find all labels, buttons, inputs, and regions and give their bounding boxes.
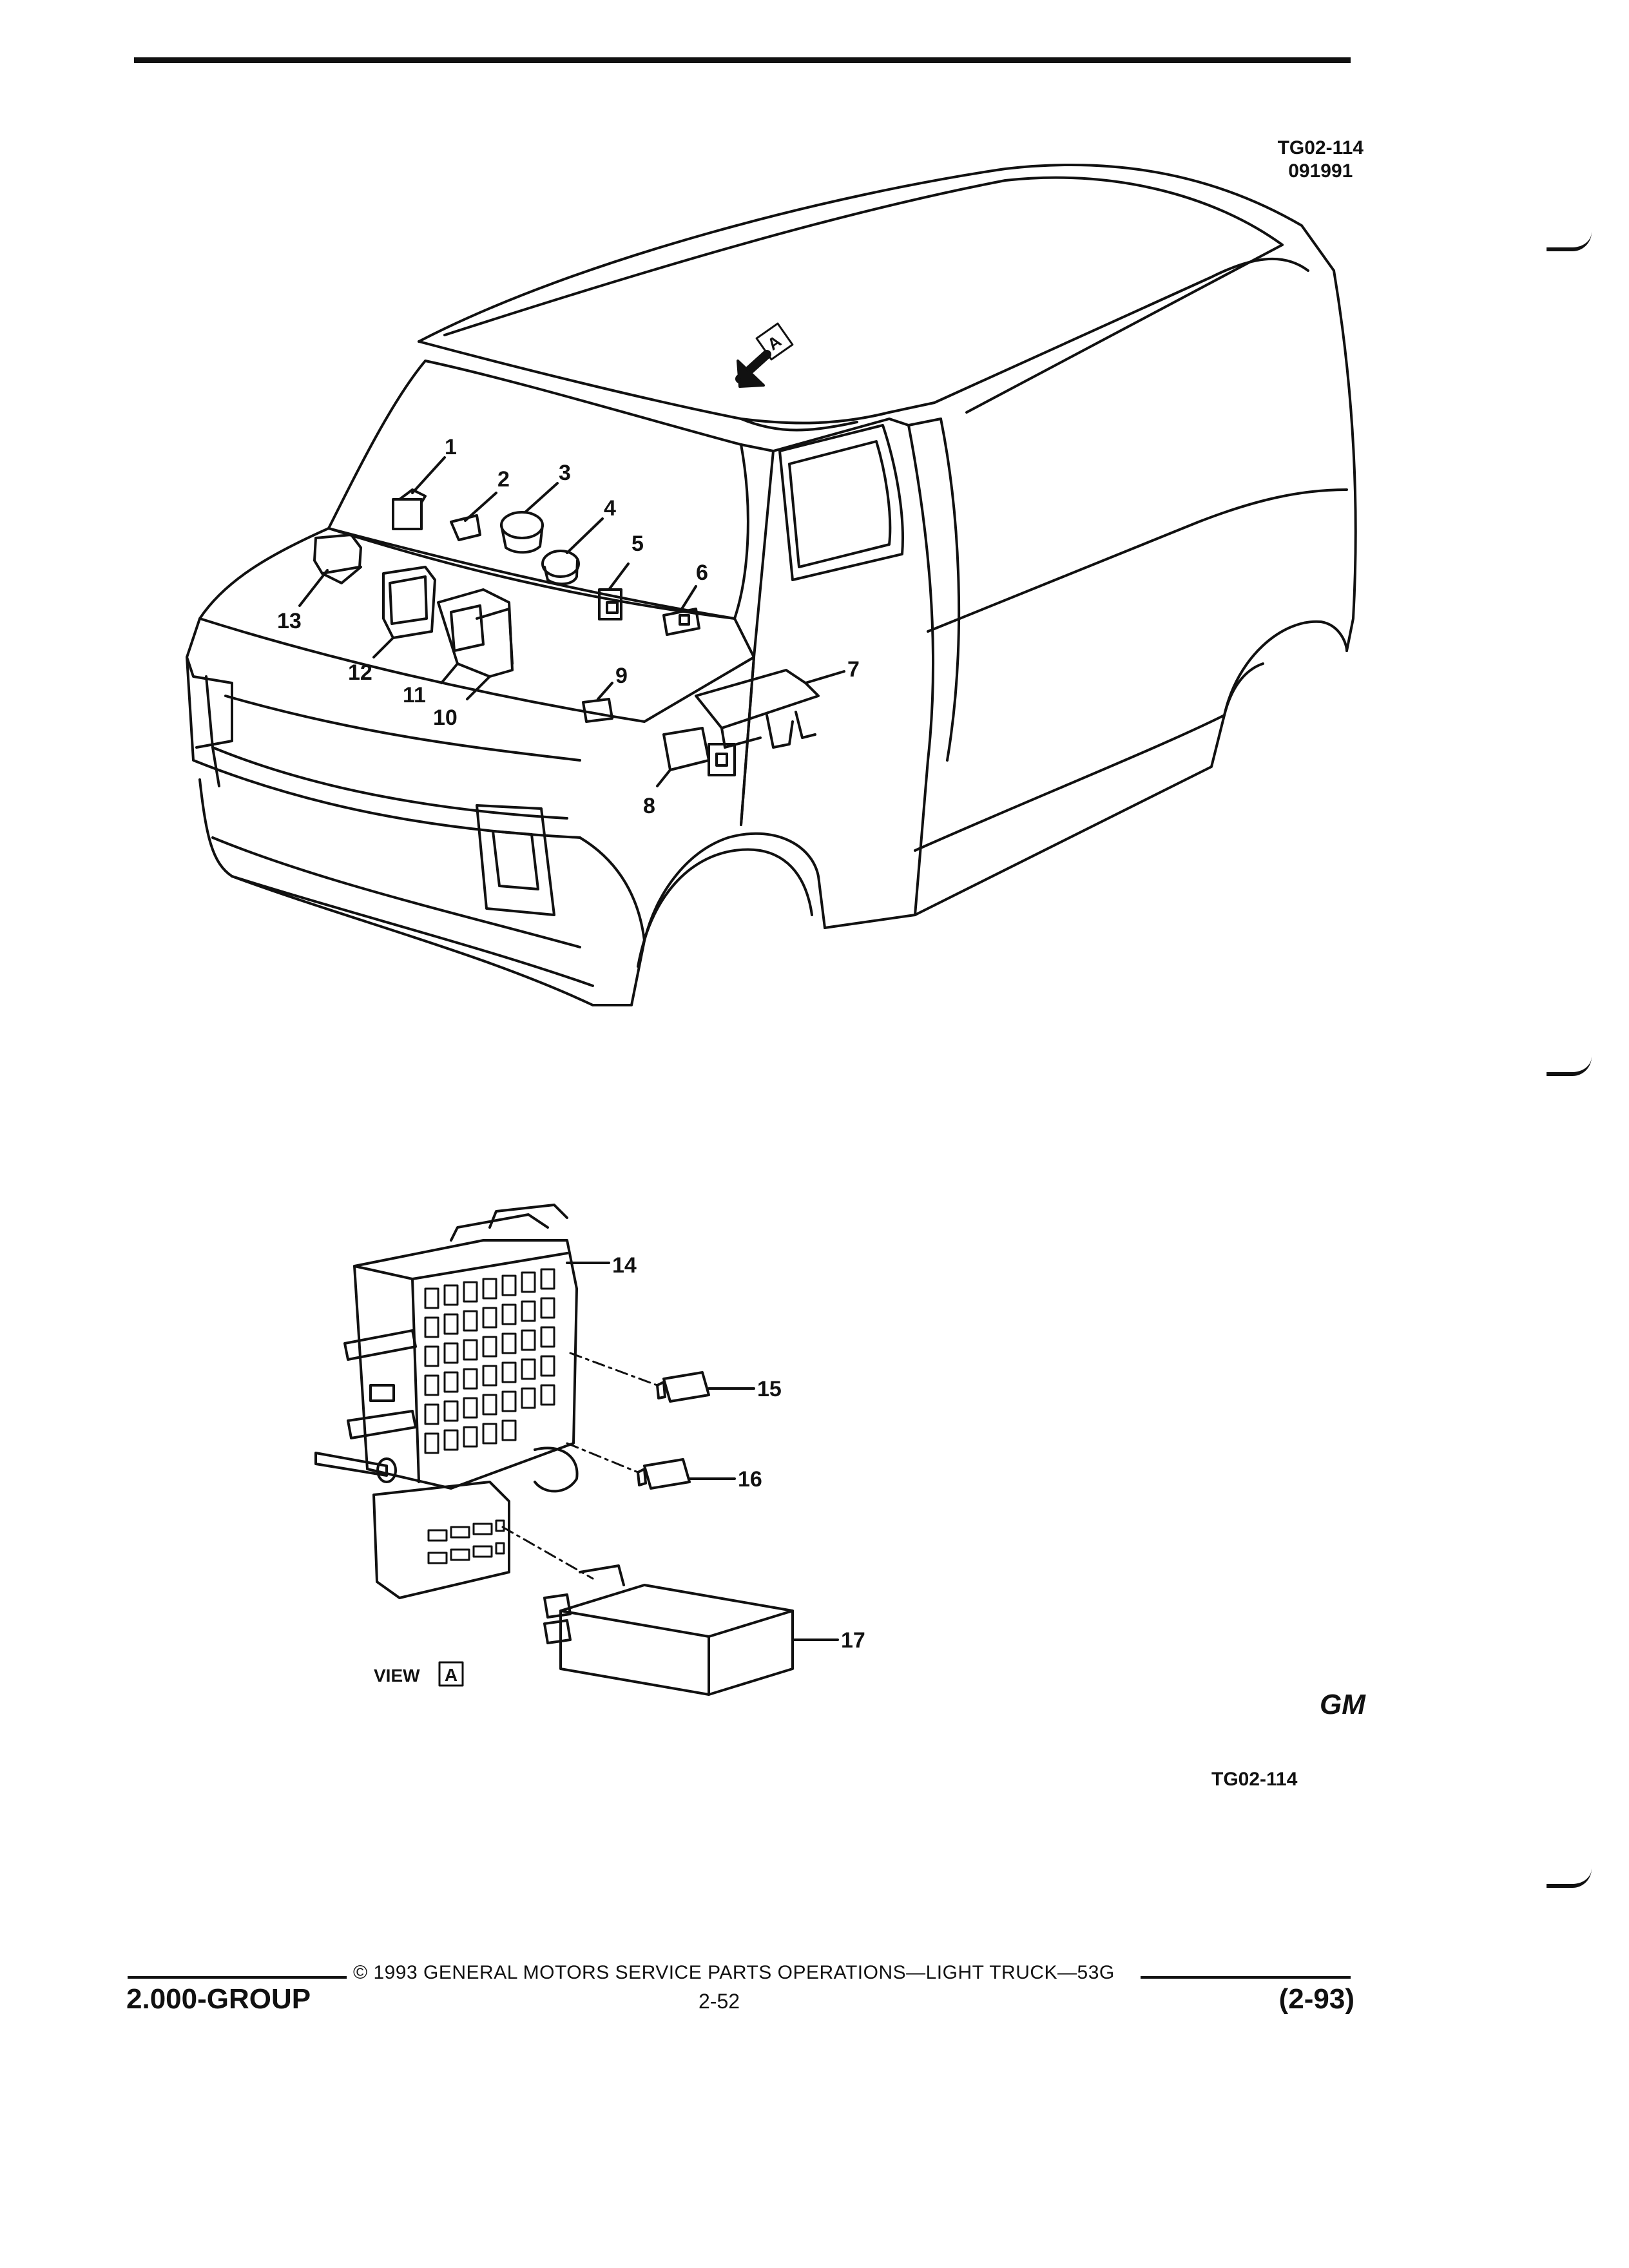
part-12 — [382, 566, 436, 639]
callout-15: 15 — [757, 1377, 782, 1401]
view-a-box — [438, 1661, 464, 1687]
part-4 — [541, 550, 580, 578]
binding-mark — [1547, 232, 1592, 251]
fuse-block — [353, 1239, 578, 1490]
view-a-arrow-box — [755, 322, 794, 361]
callout-3: 3 — [559, 461, 571, 485]
callout-17: 17 — [841, 1628, 865, 1653]
callout-14: 14 — [612, 1253, 637, 1278]
view-label-letter: A — [445, 1665, 458, 1685]
binding-mark — [1547, 1869, 1592, 1888]
callout-11: 11 — [403, 683, 426, 707]
figure-reference-bottom: TG02-114 — [1211, 1769, 1298, 1790]
part-1 — [392, 498, 423, 530]
callout-9: 9 — [615, 664, 628, 688]
page-number: 2-52 — [699, 1990, 740, 2013]
callout-2: 2 — [497, 467, 510, 492]
part-16 — [643, 1458, 691, 1490]
part-10 — [437, 588, 514, 678]
part-15 — [662, 1371, 710, 1403]
header-rule — [134, 57, 1351, 63]
part-6 — [662, 608, 700, 636]
figure-reference-top: TG02-114 091991 — [1278, 137, 1364, 183]
callout-13: 13 — [277, 609, 302, 633]
callout-8: 8 — [643, 794, 655, 818]
callout-7: 7 — [847, 657, 860, 682]
revision-date: (2-93) — [1278, 1983, 1354, 2015]
part-7 — [695, 669, 820, 729]
binding-mark — [1547, 1057, 1592, 1076]
fuse-block-view — [314, 1204, 839, 1696]
part-17 — [559, 1584, 794, 1696]
callout-5: 5 — [631, 532, 644, 556]
part-3 — [500, 511, 544, 539]
callout-6: 6 — [696, 561, 708, 585]
view-label-word: VIEW — [374, 1666, 420, 1686]
callout-10: 10 — [433, 706, 458, 730]
callout-4: 4 — [604, 496, 616, 521]
callout-1: 1 — [445, 435, 457, 459]
copyright-notice: © 1993 GENERAL MOTORS SERVICE PARTS OPER… — [353, 1962, 1115, 1983]
van-body — [186, 163, 1357, 1006]
footer-rule-left — [128, 1976, 347, 1979]
callout-numbers: 1 2 3 4 5 6 7 8 9 10 11 12 13 14 15 16 1… — [277, 435, 865, 1653]
figure-code: TG02-114 — [1277, 137, 1364, 159]
van-components — [298, 322, 845, 787]
footer-rule-right — [1141, 1976, 1351, 1979]
part-13 — [313, 533, 362, 575]
part-9 — [582, 698, 613, 723]
gm-logo: GM — [1320, 1689, 1366, 1720]
callout-12: 12 — [348, 660, 372, 685]
figure-date-code: 091991 — [1288, 160, 1353, 182]
group-number: 2.000-GROUP — [126, 1983, 311, 2015]
callout-16: 16 — [738, 1467, 762, 1492]
part-8 — [662, 727, 710, 771]
